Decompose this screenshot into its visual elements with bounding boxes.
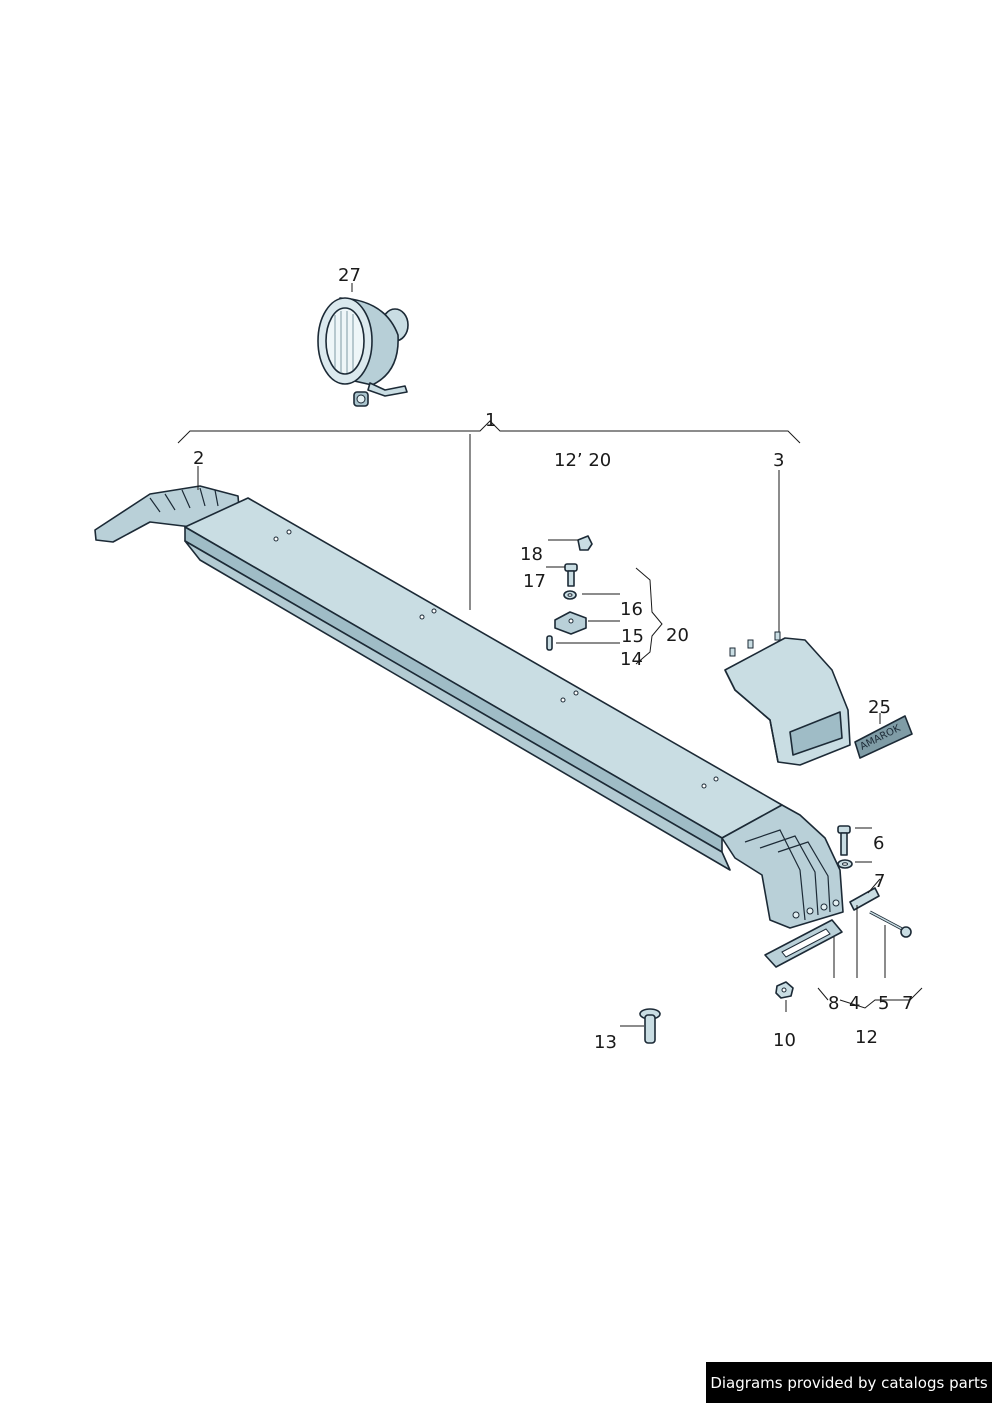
washer-icon[interactable]	[563, 590, 577, 600]
roof-rail-icon[interactable]	[94, 485, 844, 929]
callout-27: 27	[338, 265, 361, 286]
pin-icon[interactable]	[546, 635, 553, 651]
callout-1: 1	[485, 410, 496, 431]
gasket-icon[interactable]	[764, 919, 843, 968]
callout-10: 10	[773, 1030, 796, 1051]
bracket-12	[817, 987, 923, 1009]
callout-5: 5	[878, 993, 889, 1014]
bolt-icon[interactable]	[837, 825, 851, 856]
end-cap-icon[interactable]	[724, 631, 851, 766]
callout-2: 2	[193, 448, 204, 469]
callout-25: 25	[868, 697, 891, 718]
callout-8: 8	[828, 993, 839, 1014]
callout-17: 17	[523, 571, 546, 592]
callout-4: 4	[849, 993, 860, 1014]
work-lamp-icon[interactable]	[317, 297, 409, 407]
callout-14: 14	[620, 649, 643, 670]
callout-6: 6	[873, 833, 884, 854]
callout-3: 3	[773, 450, 784, 471]
callout-16: 16	[620, 599, 643, 620]
bolt-icon[interactable]	[564, 563, 578, 587]
callout-12-20: 12’ 20	[554, 450, 611, 471]
nut-icon[interactable]	[577, 535, 593, 551]
callout-20: 20	[666, 625, 689, 646]
pin-icon[interactable]	[849, 887, 880, 911]
credit-banner: Diagrams provided by catalogs parts	[706, 1362, 992, 1403]
callout-13: 13	[594, 1032, 617, 1053]
rivet-icon[interactable]	[639, 1008, 661, 1044]
bracket-20	[635, 567, 663, 665]
callout-15: 15	[621, 626, 644, 647]
callout-18: 18	[520, 544, 543, 565]
callout-7-bottom: 7	[902, 993, 913, 1014]
bracket-1	[177, 420, 801, 444]
callout-7-top: 7	[874, 871, 885, 892]
clamp-block-icon[interactable]	[554, 611, 587, 635]
screw-icon[interactable]	[869, 910, 912, 938]
washer-icon[interactable]	[837, 859, 853, 869]
emblem-icon[interactable]: AMAROK	[854, 715, 913, 759]
callout-12: 12	[855, 1027, 878, 1048]
nut-icon[interactable]	[775, 981, 794, 999]
